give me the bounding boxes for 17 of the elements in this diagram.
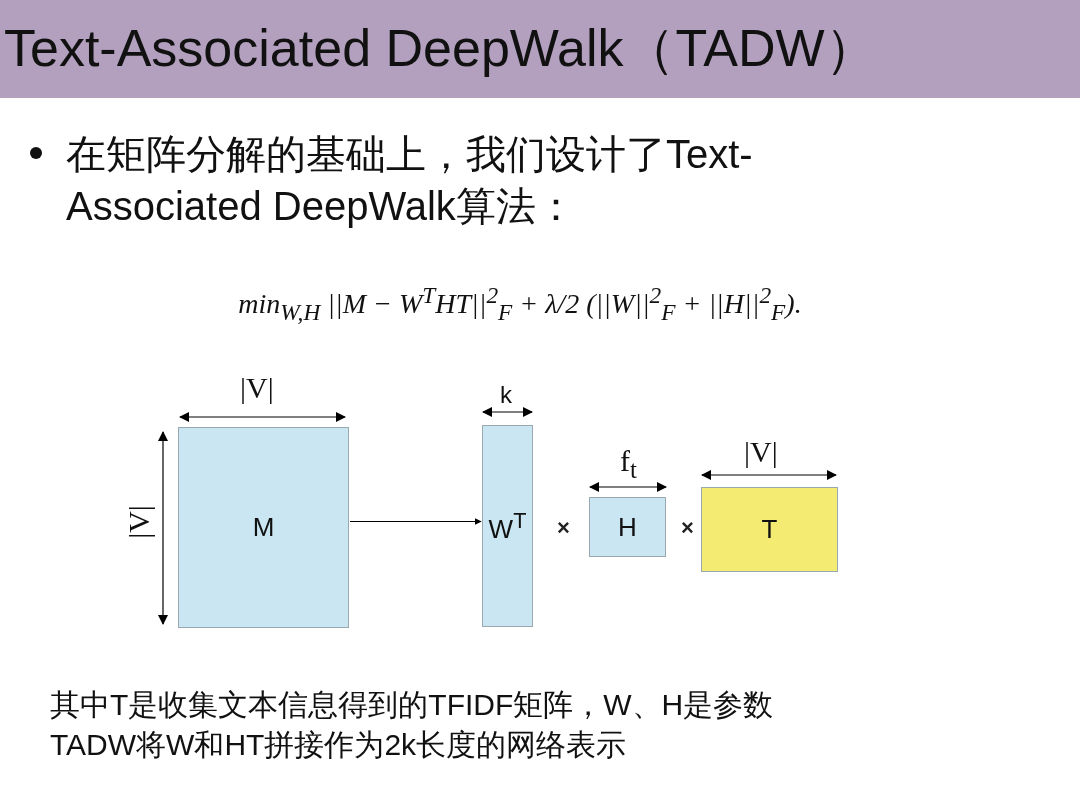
multiply-sign: × [557, 516, 570, 540]
matrix-box: H [589, 497, 666, 557]
dimension-label: |V| [240, 373, 274, 403]
dimension-label: |V| [123, 505, 154, 539]
matrix-box: W$^{T}$ [482, 425, 533, 627]
footnote-text: TADW将W和HT拼接作为2k长度的网络表示 [50, 727, 627, 763]
matrix-box: T [701, 487, 838, 572]
dimension-label: f$_{t}$ [620, 446, 637, 485]
arrow [349, 518, 482, 525]
multiply-sign: × [681, 516, 694, 540]
matrix-box: M [178, 427, 349, 628]
dimension-label: |V| [744, 437, 778, 467]
footnote-text: 其中T是收集文本信息得到的TFIDF矩阵，W、H是参数 [50, 687, 774, 723]
bullet-text: 在矩阵分解的基础上，我们设计了Text-Associated DeepWalk算法： [66, 131, 754, 230]
dimension-label: k [500, 380, 512, 410]
formula: min$_{W,H}$ ||M − W$^{T}$HT||$^{2}$$_{F}$ + λ/2 (||W||$^{2}$$_{F}$ + ||H||$^{2}$$_{F}$). [237, 282, 803, 326]
title: Text-Associated DeepWalk（TADW） [4, 18, 877, 78]
